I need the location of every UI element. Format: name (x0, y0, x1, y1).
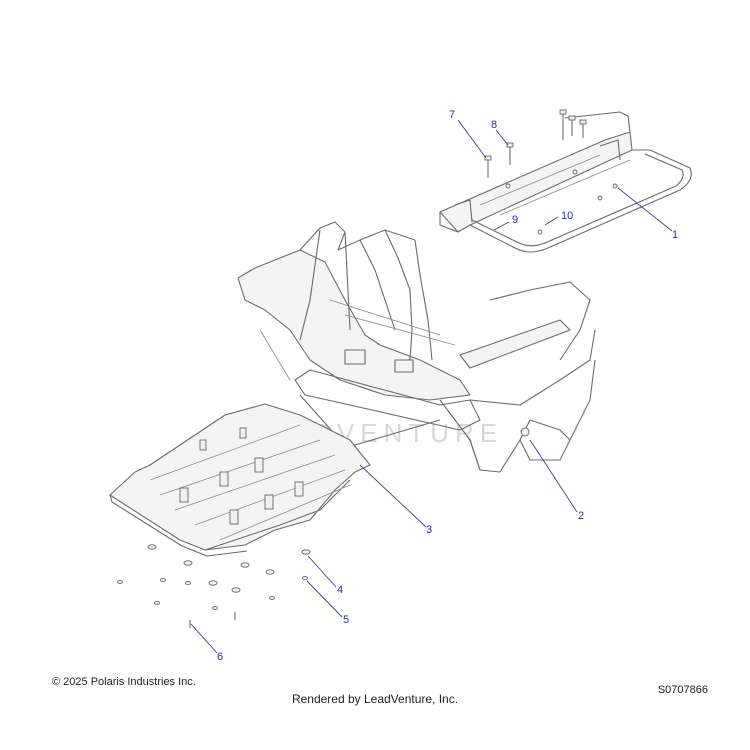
rendered-by-text: Rendered by LeadVenture, Inc. (291, 692, 459, 706)
callout-4[interactable]: 4 (337, 584, 343, 596)
callout-5[interactable]: 5 (343, 614, 349, 626)
callout-1[interactable]: 1 (672, 229, 678, 241)
callout-9[interactable]: 9 (512, 214, 518, 226)
callout-6[interactable]: 6 (217, 651, 223, 663)
copyright-text: © 2025 Polaris Industries Inc. (52, 676, 196, 688)
skid-plate[interactable] (109, 403, 371, 557)
callout-3[interactable]: 3 (426, 524, 432, 536)
callout-8[interactable]: 8 (491, 119, 497, 131)
callout-7[interactable]: 7 (449, 109, 455, 121)
cargo-bed-frame[interactable] (439, 111, 692, 253)
loose-hardware[interactable] (117, 544, 311, 628)
diagram-id: S0707866 (657, 684, 708, 696)
callout-labels: 1 2 3 4 5 6 7 8 9 10 (217, 109, 678, 663)
callout-2[interactable]: 2 (578, 510, 584, 522)
callout-10[interactable]: 10 (561, 210, 573, 222)
leader-lines (190, 119, 673, 654)
main-chassis-frame[interactable] (237, 221, 596, 473)
bed-bolts[interactable] (484, 109, 587, 178)
